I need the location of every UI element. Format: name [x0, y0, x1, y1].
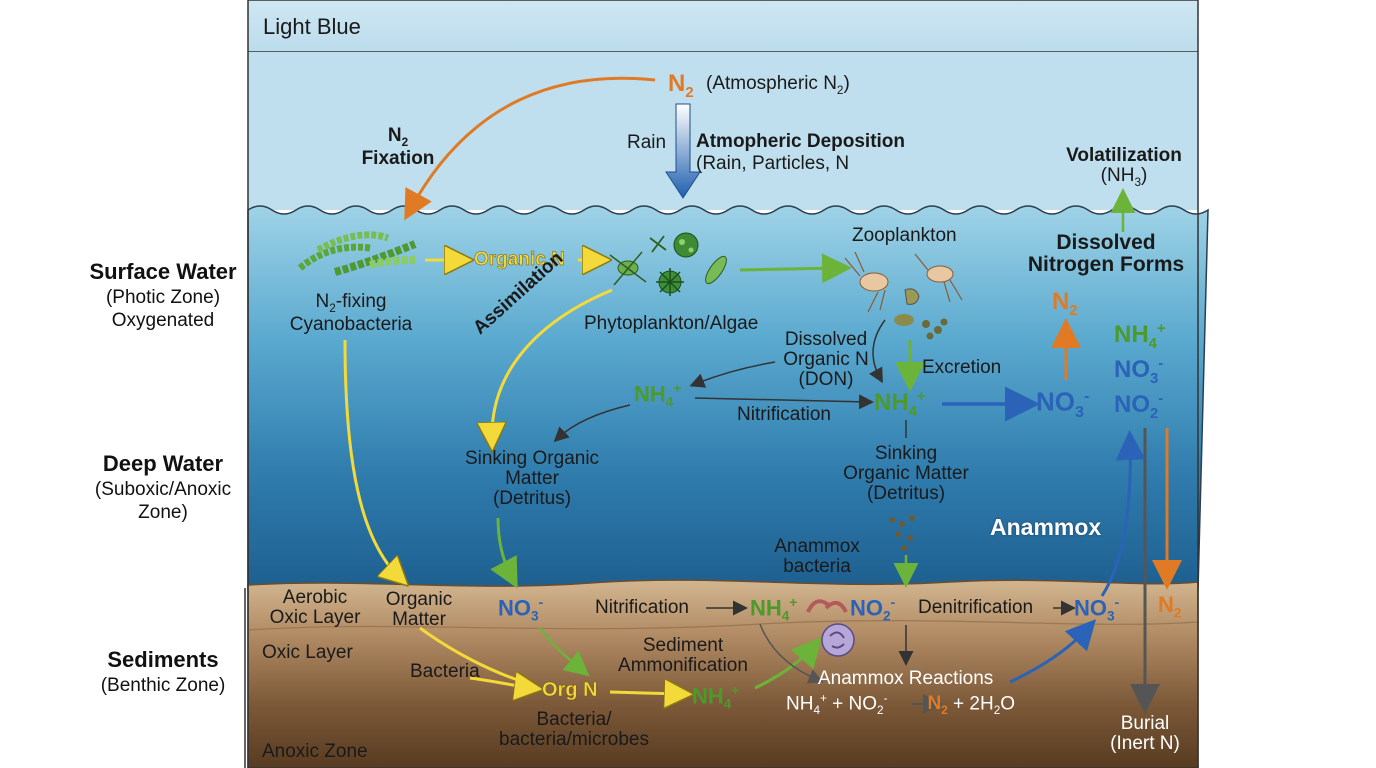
sediment-nitrification-label: Nitrification — [595, 597, 689, 618]
burial-label: Burial(Inert N) — [1110, 713, 1180, 754]
anammox-title: Anammox — [990, 514, 1102, 540]
cyanobacteria-illustration — [297, 231, 417, 276]
sediments-title: Sediments — [107, 647, 219, 672]
atmosphere-region — [248, 52, 1198, 210]
deposition-arrow — [665, 103, 701, 199]
deep-water-line1: (Suboxic/Anoxic — [94, 478, 232, 500]
surface-water-line1: (Photic Zone) — [105, 286, 221, 308]
n2-atmospheric-symbol: N2 — [668, 70, 694, 101]
header-title: Light Blue — [263, 14, 361, 39]
nitrification-label: Nitrification — [737, 404, 831, 425]
no3-sediment: NO3- — [498, 595, 544, 624]
surface-water-zone-label: Surface Water (Photic Zone) Oxygenated — [68, 258, 258, 333]
no3-sediment-right: NO3- — [1074, 595, 1120, 624]
n2-right: N2 — [1052, 288, 1078, 319]
org-n-sediment: Org N — [542, 679, 598, 701]
sediments-zone-label: Sediments (Benthic Zone) — [68, 646, 258, 697]
bacteria-label: Bacteria — [410, 661, 480, 682]
nh4-sediment-low: NH4+ — [692, 683, 740, 712]
deposition-title: Atmopheric Deposition — [696, 131, 906, 152]
no2-right: NO2- — [1114, 391, 1164, 422]
no2-sediment: NO2- — [850, 595, 896, 624]
surface-water-title: Surface Water — [89, 259, 237, 284]
denitrification-label: Denitrification — [918, 597, 1034, 618]
zooplankton-label: Zooplankton — [852, 225, 957, 246]
bacteria-microbes-label: Bacteria/bacteria/microbes — [499, 709, 649, 750]
nh4-right: NH4+ — [1114, 321, 1166, 352]
nh4-mid: NH4+ — [874, 389, 926, 420]
n2-sediment: N2 — [1158, 592, 1182, 621]
surface-water-line2: Oxygenated — [111, 310, 215, 332]
sediments-line1: (Benthic Zone) — [100, 674, 226, 696]
deep-water-zone-label: Deep Water (Suboxic/Anoxic Zone) — [68, 450, 258, 525]
phytoplankton-illustration — [609, 232, 727, 296]
anammox-reactions-label: Anammox Reactions — [818, 668, 994, 689]
oxic-layer-label: Oxic Layer — [262, 642, 353, 663]
detritus-particles — [889, 515, 915, 551]
deep-water-line2: Zone) — [138, 502, 188, 524]
zooplankton-illustration — [844, 251, 963, 340]
anammox-bacteria-icon — [806, 599, 855, 657]
rain-label: Rain — [627, 132, 667, 153]
no3-mid: NO3- — [1036, 386, 1090, 421]
fixation-arrow — [404, 76, 656, 221]
no3-right: NO3- — [1114, 356, 1164, 387]
nh4-sediment-top: NH4+ — [750, 595, 798, 624]
sky-band — [248, 0, 1198, 52]
sediment-layer — [247, 579, 1199, 768]
deposition-subtitle: (Rain, Particles, N — [696, 153, 850, 174]
phytoplankton-label: Phytoplankton/Algae — [584, 313, 759, 334]
nh4-left: NH4+ — [634, 381, 682, 410]
excretion-label: Excretion — [922, 357, 1002, 378]
anoxic-zone-label: Anoxic Zone — [262, 741, 368, 762]
deep-water-title: Deep Water — [102, 451, 224, 476]
volatilization-label: Volatilization(NH3) — [1066, 145, 1182, 189]
organic-n-label: Organic N — [474, 249, 565, 270]
atmospheric-n2-label: (Atmospheric N2) — [706, 73, 850, 97]
anammox-equation: NH4+ + NO2-N2 + 2H2O — [786, 692, 1016, 718]
